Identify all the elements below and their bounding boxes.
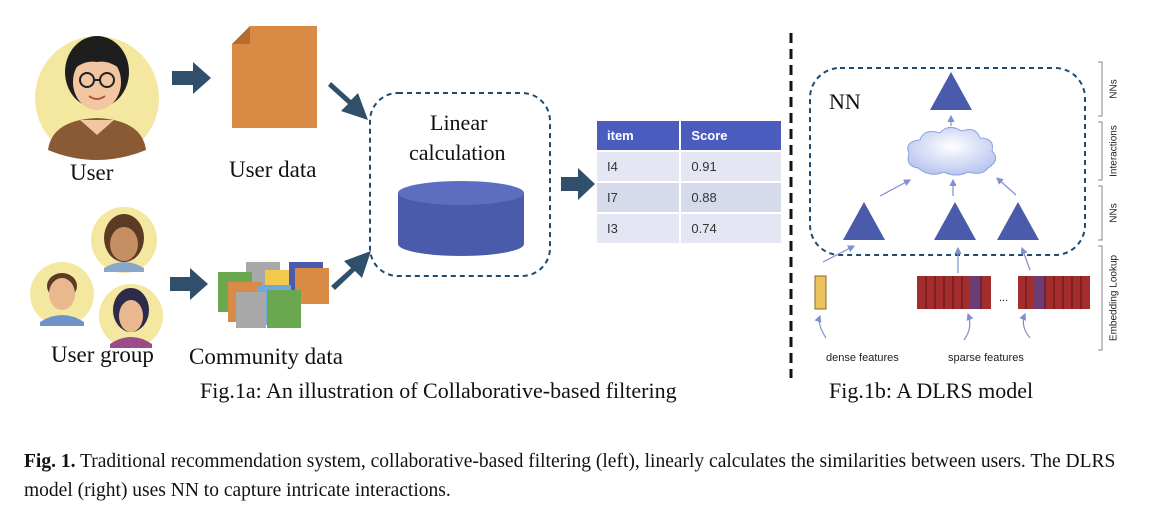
embedding-ellipsis: ...: [999, 292, 1009, 304]
subfigure-caption-left: Fig.1a: An illustration of Collaborative…: [200, 378, 677, 403]
sparse-features-label: sparse features: [948, 352, 1024, 364]
score-table-header: item Score: [597, 121, 783, 151]
table-row: I7 0.88: [597, 181, 783, 213]
nn-triangle-dense-icon: [843, 202, 885, 240]
side-label-nns-top: NNs: [1108, 79, 1120, 99]
linear-calculation-box: [369, 92, 551, 277]
nn-output-triangle-icon: [930, 72, 972, 110]
nn-label: NN: [829, 89, 861, 114]
table-row: I4 0.91: [597, 150, 783, 182]
table-cell-score: 0.74: [680, 212, 783, 243]
interactions-cloud-icon: [907, 127, 997, 176]
community-data-label: Community data: [189, 344, 343, 369]
side-label-nns-bottom: NNs: [1108, 203, 1120, 223]
linear-label-line2: calculation: [409, 140, 506, 165]
nn-triangle-sparse1-icon: [934, 202, 976, 240]
linear-label-line1: Linear: [430, 110, 488, 135]
user-group-avatars: [30, 207, 163, 348]
score-table-header-score: Score: [680, 121, 783, 151]
score-table-header-item: item: [597, 121, 682, 151]
nn-box: [809, 67, 1086, 256]
sparse-embedding-1-icon: [917, 276, 991, 309]
table-cell-item: I3: [597, 212, 682, 243]
layer-brackets: [1098, 61, 1103, 351]
nn-triangle-sparse2-icon: [997, 202, 1039, 240]
user-avatar: [35, 36, 159, 160]
user-data-document-icon: [232, 26, 317, 128]
nn-flow-arrows: [814, 114, 1031, 341]
user-group-label: User group: [51, 342, 154, 367]
caption-text: Traditional recommendation system, colla…: [24, 451, 1116, 501]
side-label-interactions: Interactions: [1108, 125, 1120, 177]
dense-features-label: dense features: [826, 352, 899, 364]
table-row: I3 0.74: [597, 212, 783, 243]
arrow-linear-to-table: [561, 168, 595, 200]
arrow-user-to-data: [172, 62, 211, 94]
arrow-userdata-to-linear: [328, 82, 368, 120]
dense-embedding-icon: [814, 275, 827, 310]
score-table: item Score I4 0.91 I7 0.88 I3 0.74: [597, 121, 783, 243]
table-cell-score: 0.88: [680, 181, 783, 213]
table-cell-score: 0.91: [680, 150, 783, 182]
table-cell-item: I4: [597, 150, 682, 182]
figure-caption: Fig. 1. Traditional recommendation syste…: [24, 447, 1149, 505]
database-cylinder-icon: [398, 181, 524, 256]
user-label: User: [70, 160, 114, 185]
community-data-documents-icon: [218, 262, 329, 328]
sparse-embedding-2-icon: [1018, 276, 1090, 309]
user-data-label: User data: [229, 157, 317, 182]
caption-label: Fig. 1.: [24, 451, 76, 472]
table-cell-item: I7: [597, 181, 682, 213]
arrow-community-to-linear: [331, 251, 371, 290]
side-label-embedding-lookup: Embedding Lookup: [1108, 254, 1120, 342]
arrow-group-to-community: [170, 268, 208, 300]
subfigure-caption-right: Fig.1b: A DLRS model: [829, 378, 1034, 403]
